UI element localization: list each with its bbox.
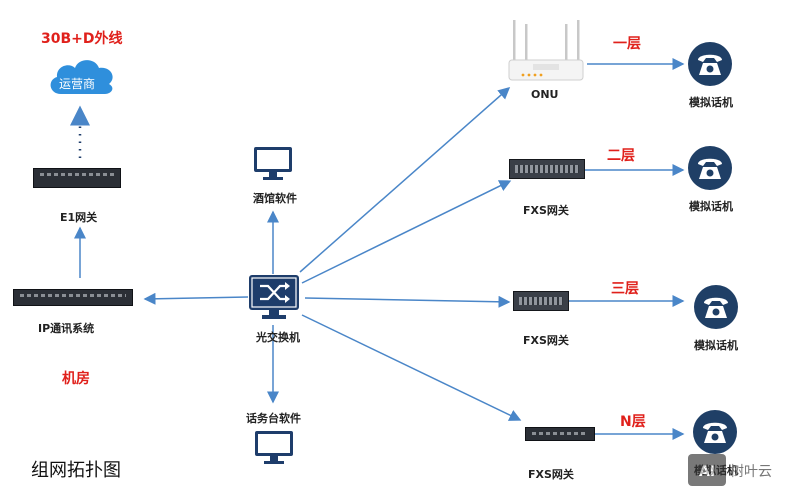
ip-system-device xyxy=(13,289,133,306)
switch-label: 光交换机 xyxy=(256,331,300,344)
phone-icon xyxy=(693,410,737,454)
onu-router-icon xyxy=(503,18,589,84)
analog-phone-label: 模拟话机 xyxy=(694,339,738,352)
cloud-icon xyxy=(45,54,119,98)
trunk-label: 30B+D外线 xyxy=(41,31,123,47)
phone-icon xyxy=(694,285,738,329)
floor-label-n: N层 xyxy=(620,414,646,430)
analog-phone-label: 模拟话机 xyxy=(689,96,733,109)
machine-room-label: 机房 xyxy=(62,371,90,387)
fxs-gateway-device-n xyxy=(525,427,595,441)
phone-icon xyxy=(688,42,732,86)
watermark-text: 树叶云 xyxy=(730,464,772,480)
diagram-caption: 组网拓扑图 xyxy=(31,460,121,481)
fxs-gateway-label-2: FXS网关 xyxy=(523,334,569,347)
floor-label-3: 三层 xyxy=(611,281,639,297)
onu-label: ONU xyxy=(531,88,559,101)
fxs-gateway-label-1: FXS网关 xyxy=(523,204,569,217)
fxs-gateway-device-1 xyxy=(509,159,585,179)
fxs-gateway-label-n: FXS网关 xyxy=(528,468,574,481)
analog-phone-label: 模拟话机 xyxy=(689,200,733,213)
cloud-label: 运营商 xyxy=(59,77,96,91)
switch-icon xyxy=(248,274,300,322)
fxs-gateway-device-2 xyxy=(513,291,569,311)
e1-gateway-label: E1网关 xyxy=(60,211,98,224)
svg-text:AI: AI xyxy=(699,464,715,480)
console-software-label: 话务台软件 xyxy=(246,412,301,425)
ip-system-label: IP通讯系统 xyxy=(38,322,95,335)
monitor-icon xyxy=(253,146,293,182)
console-monitor-icon xyxy=(254,430,294,466)
hotel-software-label: 酒馆软件 xyxy=(253,192,297,205)
watermark-logo: AI xyxy=(687,453,727,487)
phone-icon xyxy=(688,146,732,190)
floor-label-2: 二层 xyxy=(607,148,635,164)
e1-gateway-device xyxy=(33,168,121,188)
floor-label-1: 一层 xyxy=(613,36,641,52)
